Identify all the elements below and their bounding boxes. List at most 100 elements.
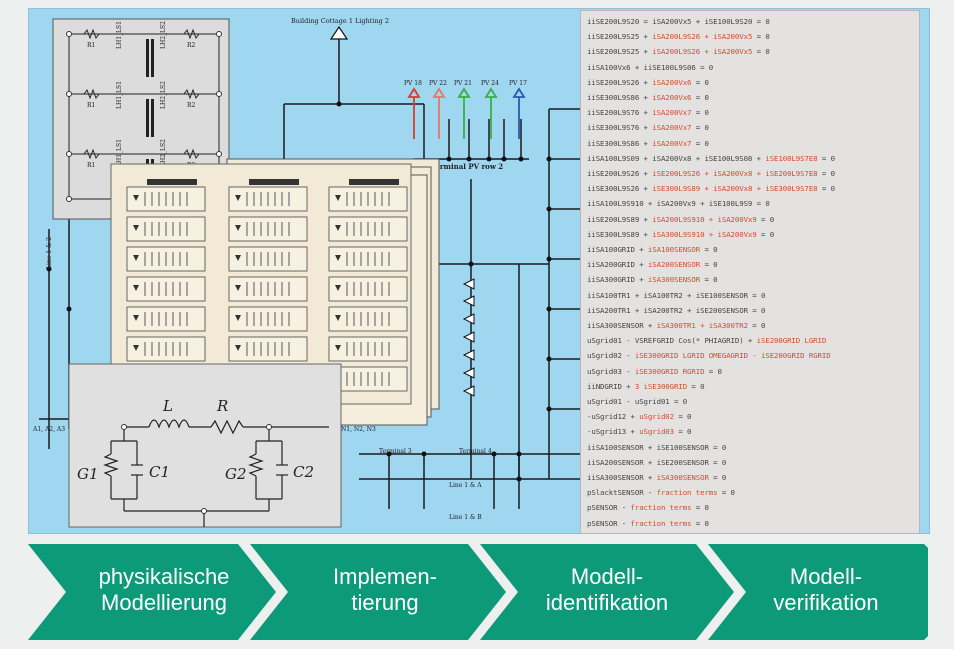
equation-term: = 0 xyxy=(704,366,722,376)
equation-line: uSgrid03 - iSE300GRID RGRID = 0 xyxy=(587,367,722,376)
equation-term: iiSA100Vx6 + iiSE100L9S06 = 0 xyxy=(587,62,714,72)
pv-label: PV 18 xyxy=(404,80,422,87)
equation-term: = 0 xyxy=(691,138,709,148)
coil-label: LH1_LS1 xyxy=(116,81,123,109)
equation-line: iiSE200L9S26 + iSE200L9S26 + iSA200Vx8 +… xyxy=(587,169,835,178)
capacitor-label: C1 xyxy=(149,463,170,481)
pv-label: PV 17 xyxy=(509,80,527,87)
equation-term: iSE300GRID LGRID OMEGAGRID - iSE200GRID … xyxy=(634,351,831,361)
equation-term: iiNDGRID + xyxy=(587,381,635,391)
equation-line: iiSA200SENSOR + iSE200SENSOR = 0 xyxy=(587,458,726,467)
equation-term: = 0 xyxy=(700,245,718,254)
equation-term: uSgrid03 - xyxy=(587,366,635,376)
equation-term: = 0 xyxy=(700,275,718,285)
pv-label: PV 22 xyxy=(429,80,447,87)
equation-term: iSE200L9S26 + iSA200Vx8 + iSE200L9S7E8 xyxy=(652,169,818,178)
equation-term: iiSA300SENSOR + xyxy=(587,321,657,330)
coil-label: LH1_LS1 xyxy=(116,21,123,49)
pv-cell-grid xyxy=(126,179,408,392)
diode-icon xyxy=(235,225,241,231)
equation-term: = 0 xyxy=(687,381,705,391)
pv-module xyxy=(328,186,408,212)
equation-term: = 0 xyxy=(708,473,727,482)
equation-line: uSgrid01 - VSREFGRID Cos(* PHIAGRID) + i… xyxy=(587,336,826,345)
pv-bus-label: Terminal PV row 2 xyxy=(431,162,503,171)
equation-term: iSA200Vx6 xyxy=(652,77,692,87)
equation-line: pSENSOR - fraction terms = 0 xyxy=(587,503,709,512)
equation-term: pSENSOR - xyxy=(587,503,631,513)
equation-term: iSE100L9S7E8 xyxy=(765,153,818,163)
pv-label: PV 21 xyxy=(454,80,472,87)
conductance-label: G1 xyxy=(77,465,99,483)
equation-line: -uSgrid12 + uSgrid02 = 0 xyxy=(587,412,692,422)
diode-icon xyxy=(335,345,341,351)
equation-term: iSA300SENSOR xyxy=(656,473,709,482)
equation-line: pSlacktSENSOR - fraction terms = 0 xyxy=(587,488,735,497)
equation-term: fraction terms xyxy=(656,488,718,498)
equation-line: iiSE200L9S26 + iSA200Vx6 = 0 xyxy=(587,78,709,87)
equation-term: iiSA100SENSOR + iSE100SENSOR = 0 xyxy=(587,442,727,452)
equation-term: 3 iSE300GRID xyxy=(634,381,688,391)
equation-term: iiSA100L9S09 + iSA200Vx8 + iSE100L9S08 + xyxy=(587,153,766,163)
equation-line: iiSE300L9S86 + iSA200Vx6 = 0 xyxy=(587,93,709,102)
load-arrows xyxy=(462,278,475,397)
equation-line: iiSE200L9S25 + iSA200L9S26 + iSA200Vx5 =… xyxy=(587,32,770,41)
line-model-window: L R G1 C1 G2 C2 xyxy=(68,363,342,528)
equation-term: = 0 xyxy=(691,503,709,513)
equation-term: iiSE300L9S76 + xyxy=(587,123,653,133)
equation-term: = 0 xyxy=(691,518,709,528)
equation-line: iiSE300L9S76 + iSA200Vx7 = 0 xyxy=(587,123,709,132)
equation-line: pSENSOR - fraction terms = 0 xyxy=(587,519,709,528)
equation-line: -uSgrid13 + uSgrid03 = 0 xyxy=(587,427,692,437)
process-arrow-band: physikalische Modellierung Implemen- tie… xyxy=(28,540,928,644)
equation-term: = 0 xyxy=(700,260,718,270)
equation-line: iiSE300L9S89 + iSA300L9S910 + iSA200Vx9 … xyxy=(587,230,774,239)
equation-term: iiSA200TR1 + iSA200TR2 + iSE200SENSOR = … xyxy=(587,305,766,315)
diode-icon xyxy=(133,255,139,261)
resistor-label: R1 xyxy=(87,162,95,169)
chevron-arrow xyxy=(480,544,734,640)
inductor-label: L xyxy=(162,397,173,415)
equation-term: iiSA200SENSOR + iSE200SENSOR = 0 xyxy=(587,457,727,467)
equation-line: iiSE200L9S89 + iSA200L9S910 + iSA200Vx9 … xyxy=(587,215,774,224)
equation-line: iiSA100GRID + iSA100SENSOR = 0 xyxy=(587,245,718,254)
source-arrow-icon xyxy=(329,25,349,40)
equation-term: = 0 xyxy=(674,412,692,422)
equation-term: = 0 xyxy=(717,488,735,498)
resistor-label: R2 xyxy=(187,102,196,109)
equation-term: iSE300L9S89 + iSA200Vx8 + iSE300L9S7E8 xyxy=(652,184,818,194)
diode-icon xyxy=(235,195,241,201)
equation-term: iSA200Vx7 xyxy=(652,138,692,148)
line-label: Line 1 & 2 xyxy=(46,237,53,269)
equation-term: = 0 xyxy=(747,321,766,330)
equation-term: iSA300SENSOR xyxy=(647,275,701,285)
stage-model-verification: Modell- verifikation xyxy=(746,540,906,640)
equation-term: iiSA100L9S910 + iSA200Vx9 + iSE100L9S9 =… xyxy=(587,199,770,209)
pv-header-bar xyxy=(249,179,299,185)
equation-term: -uSgrid13 + xyxy=(587,427,640,437)
equation-line: iiSA200GRID + iSA200SENSOR = 0 xyxy=(587,260,718,269)
equation-term: iSA200Vx7 xyxy=(652,123,692,133)
coil-label: LH2_LS2 xyxy=(160,139,167,167)
equation-term: = 0 xyxy=(817,169,835,178)
diode-icon xyxy=(235,315,241,321)
diode-icon xyxy=(235,285,241,291)
chevron-arrow xyxy=(708,544,928,640)
pv-source-arrows xyxy=(407,87,526,139)
equation-term: iiSE200L9S76 + xyxy=(587,108,653,118)
chevron-arrow xyxy=(250,544,506,640)
equation-line: uSgrid02 - iSE300GRID LGRID OMEGAGRID - … xyxy=(587,351,831,360)
equation-line: iiNDGRID + 3 iSE300GRID = 0 xyxy=(587,381,705,391)
capacitor-label: C2 xyxy=(293,463,314,481)
equation-term: iiSE200L9S25 + xyxy=(587,32,653,42)
equation-term: iSE200GRID LGRID xyxy=(756,336,827,346)
equation-term: = 0 xyxy=(691,108,709,118)
junction-dots xyxy=(46,101,552,482)
equation-line: iiSA300SENSOR + iSA300TR1 + iSA300TR2 = … xyxy=(587,321,765,330)
equation-term: = 0 xyxy=(691,93,709,102)
equation-term: = 0 xyxy=(674,427,692,437)
pv-header-bar xyxy=(147,179,197,185)
equation-line: iiSA100SENSOR + iSE100SENSOR = 0 xyxy=(587,443,726,452)
equation-term: iSA200L9S26 + iSA200Vx5 xyxy=(652,47,753,57)
